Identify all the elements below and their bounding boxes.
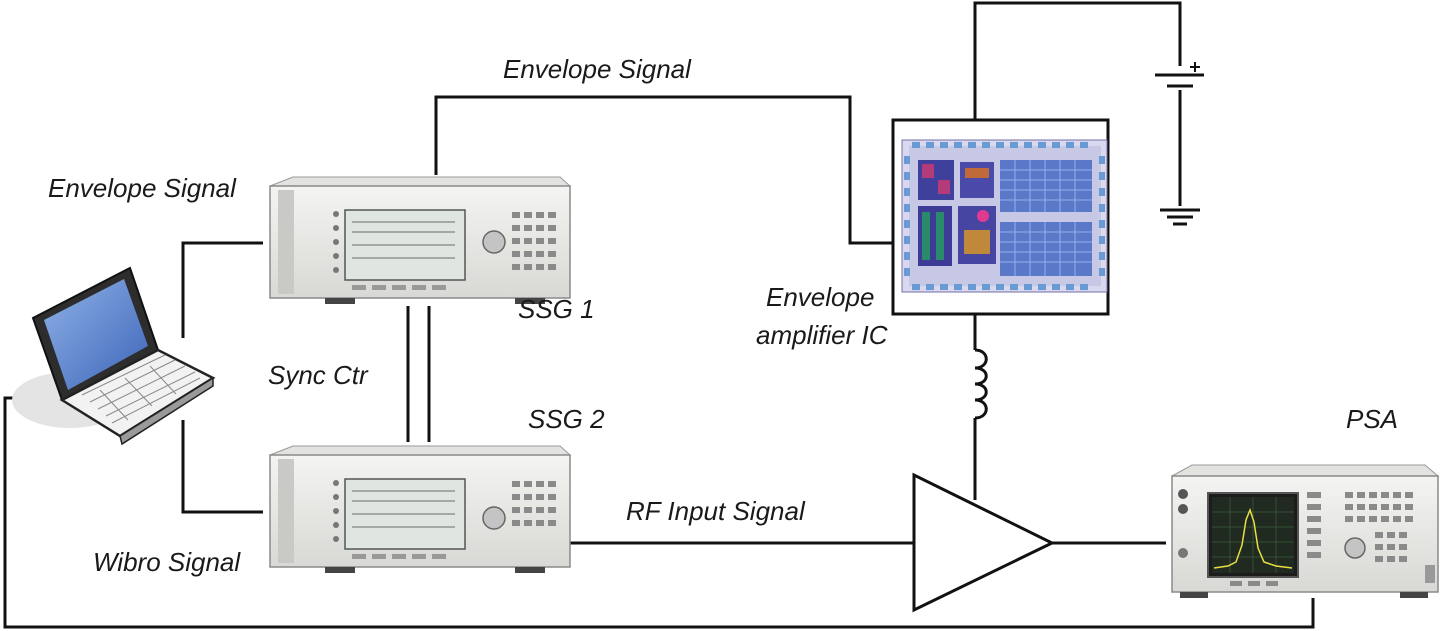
- chip-die-icon: [891, 118, 1110, 316]
- envelope-signal-wire: [434, 95, 893, 245]
- laptop-icon: [12, 266, 216, 446]
- ssg2-label: SSG 2: [528, 404, 605, 434]
- rf-input-signal-label: RF Input Signal: [626, 496, 806, 526]
- signal-generator-icon: [269, 176, 572, 304]
- wibro-signal-label: Wibro Signal: [93, 547, 241, 577]
- sync-ctr-label: Sync Ctr: [268, 360, 369, 390]
- psa-label: PSA: [1346, 404, 1398, 434]
- inductor-icon: [974, 348, 988, 420]
- envelope-signal-left-label: Envelope Signal: [48, 173, 237, 203]
- wires: [3, 1, 1315, 629]
- laptop-ssg2-wire: [181, 420, 263, 514]
- signal-generator-icon: [269, 445, 572, 573]
- ground-icon: [1160, 208, 1200, 226]
- supply-wire: [973, 1, 1182, 120]
- battery-icon: [1155, 62, 1204, 88]
- spectrum-analyzer-icon: [1171, 464, 1440, 598]
- envelope-amp-label-line1: Envelope: [766, 282, 874, 312]
- envelope-amp-label-line2: amplifier IC: [756, 320, 888, 350]
- ssg1-label: SSG 1: [518, 294, 595, 324]
- amplifier-icon: [912, 472, 1056, 613]
- labels: Envelope Signal Envelope Signal SSG 1 Sy…: [48, 54, 1398, 577]
- laptop-ssg1-wire: [181, 241, 263, 338]
- envelope-signal-top-label: Envelope Signal: [503, 54, 692, 84]
